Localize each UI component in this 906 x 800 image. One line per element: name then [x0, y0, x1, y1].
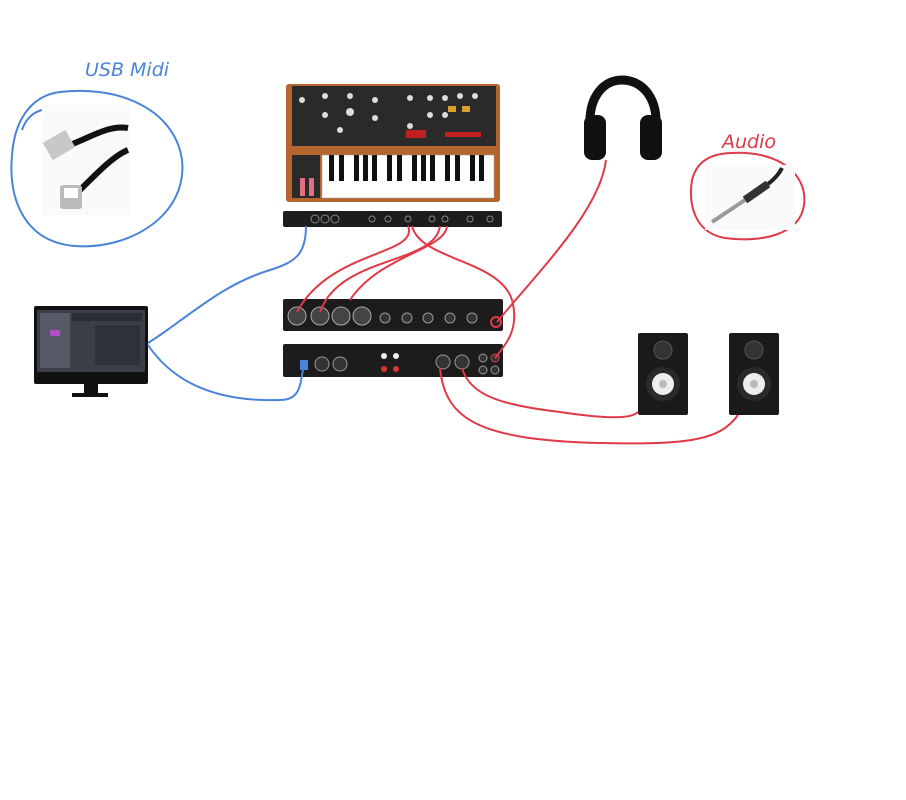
- audio-interface-rear: [283, 344, 503, 377]
- studio-monitor-right: [729, 333, 779, 415]
- audio-cable-synth-in2: [319, 225, 441, 313]
- audio-jack-icon: [705, 165, 795, 230]
- headphones: [584, 75, 662, 160]
- audio-cable-synth-in3: [349, 225, 448, 301]
- usb-cables: [147, 225, 307, 402]
- synth-rear-panel: [283, 211, 502, 227]
- usb-annotation-circle: [10, 89, 184, 248]
- usb-midi-label: USB Midi: [85, 59, 170, 81]
- audio-cables: [296, 159, 739, 445]
- audio-cable-synth-return: [411, 225, 516, 359]
- synthesizer: [286, 84, 500, 202]
- usb-annotation-tick: [21, 109, 43, 131]
- usb-cable-icon: [42, 105, 130, 215]
- audio-cable-synth-in1: [296, 225, 411, 313]
- speaker-cable-right: [439, 367, 739, 445]
- speaker-cable-left: [461, 367, 639, 419]
- audio-label: Audio: [720, 131, 776, 153]
- computer-monitor: [34, 306, 148, 397]
- studio-monitor-left: [638, 333, 688, 415]
- audio-annotation-circle: [690, 151, 806, 241]
- audio-interface-front: [283, 299, 503, 331]
- usb-cable-synth-computer: [147, 225, 307, 344]
- usb-cable-interface-computer: [147, 344, 304, 402]
- headphones-cable: [496, 159, 607, 323]
